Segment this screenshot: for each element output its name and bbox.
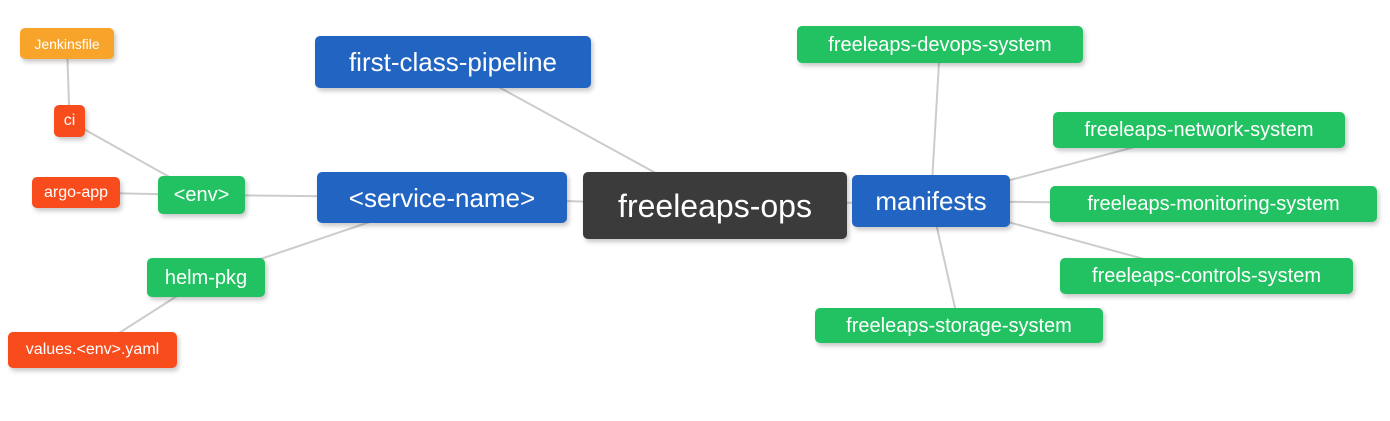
- mindmap-node-controls-system[interactable]: freeleaps-controls-system: [1060, 258, 1353, 294]
- mindmap-node-manifests[interactable]: manifests: [852, 175, 1010, 227]
- mindmap-node-values-env-yaml[interactable]: values.<env>.yaml: [8, 332, 177, 368]
- mindmap-node-helm-pkg[interactable]: helm-pkg: [147, 258, 265, 297]
- mindmap-node-monitoring-system[interactable]: freeleaps-monitoring-system: [1050, 186, 1377, 222]
- mindmap-node-storage-system[interactable]: freeleaps-storage-system: [815, 308, 1103, 343]
- mindmap-node-first-class-pipeline[interactable]: first-class-pipeline: [315, 36, 591, 88]
- mindmap-node-devops-system[interactable]: freeleaps-devops-system: [797, 26, 1083, 63]
- mindmap-node-ci[interactable]: ci: [54, 105, 85, 137]
- mindmap-node-network-system[interactable]: freeleaps-network-system: [1053, 112, 1345, 148]
- mindmap-node-jenkinsfile[interactable]: Jenkinsfile: [20, 28, 114, 59]
- mindmap-node-service-name[interactable]: <service-name>: [317, 172, 567, 223]
- mindmap-node-argo-app[interactable]: argo-app: [32, 177, 120, 208]
- mindmap-node-root-freeleaps-ops[interactable]: freeleaps-ops: [583, 172, 847, 239]
- connector-line: [930, 44, 941, 202]
- mindmap-node-env[interactable]: <env>: [158, 176, 245, 214]
